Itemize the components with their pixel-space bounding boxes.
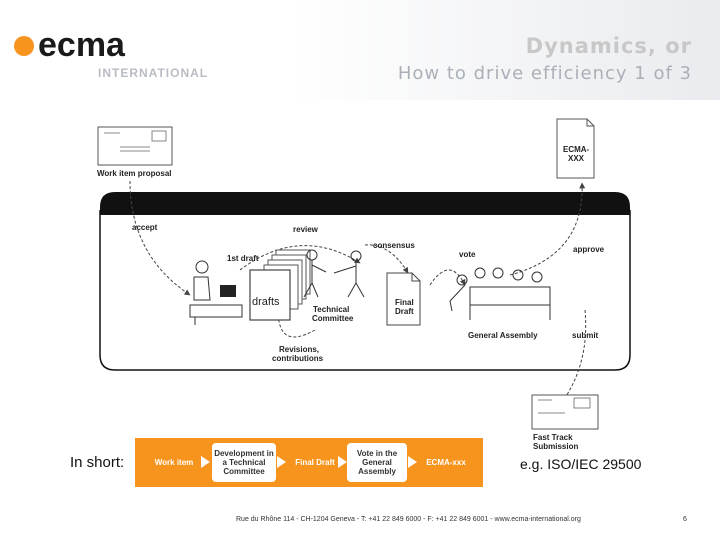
in-short-label: In short: — [70, 454, 125, 471]
person-at-desk-icon — [189, 260, 243, 325]
logo-circle-icon — [14, 36, 34, 56]
ecma-xxx-doc-icon — [556, 118, 595, 179]
fast-track-label-line1: Fast Track — [533, 433, 573, 442]
first-draft-label: 1st draft — [227, 254, 259, 263]
ecma-logo: ecma INTERNATIONAL — [14, 26, 208, 80]
flow-step-final-draft: Final Draft — [295, 458, 335, 467]
flow-arrow-icon — [408, 456, 417, 468]
final-draft-doc-icon — [386, 272, 421, 326]
header-band — [0, 0, 720, 100]
technical-committee-label-line2: Committee — [312, 314, 354, 323]
general-assembly-label: General Assembly — [468, 331, 538, 340]
revisions-label-line1: Revisions, — [279, 345, 319, 354]
footer-address: Rue du Rhône 114 - CH-1204 Geneva - T: +… — [236, 516, 581, 523]
submit-label: submit — [572, 331, 599, 340]
arrow-proposal-to-accept — [129, 180, 191, 296]
flow-arrow-icon — [201, 456, 210, 468]
final-draft-label-line1: Final — [395, 298, 414, 307]
arrow-approve — [509, 182, 586, 276]
cycle-outline — [99, 210, 631, 371]
logo-text: ecma — [38, 26, 126, 64]
revisions-label-line2: contributions — [272, 354, 324, 363]
arrow-review — [239, 245, 361, 271]
slide-title: Dynamics, or — [525, 34, 692, 58]
flow-arrow-icon — [338, 456, 347, 468]
accept-label: accept — [132, 223, 158, 232]
approve-label: approve — [573, 245, 605, 254]
flow-step-work-item: Work item — [154, 458, 194, 467]
drafts-label: drafts — [252, 296, 280, 308]
work-item-proposal-label: Work item proposal — [97, 169, 172, 178]
vote-label: vote — [459, 250, 476, 259]
final-draft-label-line2: Draft — [395, 307, 414, 316]
ecma-doc-label-line2: XXX — [568, 154, 585, 163]
arrow-vote — [429, 269, 466, 286]
slide-subtitle: How to drive efficiency 1 of 3 — [397, 63, 692, 84]
cycle-top-bar — [100, 192, 630, 215]
consensus-label: consensus — [373, 241, 415, 250]
technical-committee-label-line1: Technical — [313, 305, 349, 314]
general-assembly-icon — [449, 267, 551, 320]
review-label: review — [293, 225, 319, 234]
technical-committee-icon — [303, 249, 365, 298]
logo-subtext: INTERNATIONAL — [98, 66, 208, 80]
flow-step-vote: Vote in the General Assembly — [347, 443, 407, 482]
work-item-proposal-doc-icon — [97, 126, 173, 166]
fast-track-doc-icon — [531, 394, 599, 430]
flow-arrow-icon — [277, 456, 286, 468]
fast-track-label-line2: Submission — [533, 442, 578, 451]
example-label: e.g. ISO/IEC 29500 — [520, 456, 642, 472]
arrow-submit — [559, 309, 587, 406]
flow-step-ecma-xxx: ECMA-xxx — [426, 458, 466, 467]
flow-step-development: Development in a Technical Committee — [212, 443, 276, 482]
summary-flow-bar: Work item Development in a Technical Com… — [135, 438, 483, 487]
drafts-stack-icon — [249, 249, 311, 321]
ecma-doc-label-line1: ECMA- — [563, 145, 590, 154]
process-diagram: Work item proposal ECMA- XXX 1st draft — [97, 118, 631, 451]
page-number: 6 — [683, 516, 687, 523]
